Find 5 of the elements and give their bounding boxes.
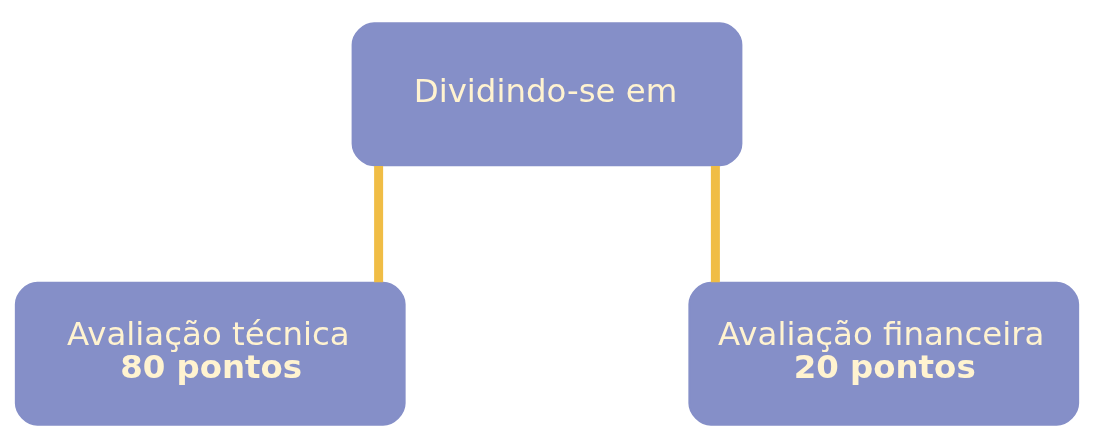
node-box: Avaliação técnica 80 pontos (14, 281, 406, 426)
connector (374, 165, 384, 283)
node-box: Avaliação financeira 20 pontos (688, 281, 1080, 426)
node-box: Dividindo-se em (351, 22, 743, 167)
connector (710, 165, 720, 283)
